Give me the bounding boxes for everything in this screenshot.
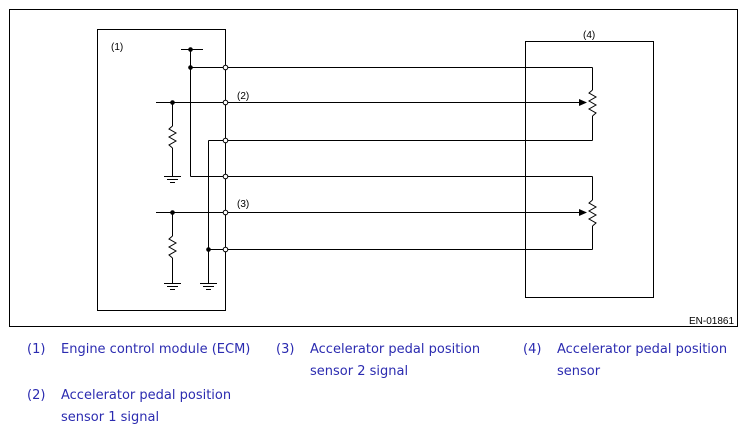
connector-pin bbox=[222, 137, 229, 144]
resistor-2 bbox=[167, 235, 178, 259]
junction-dot bbox=[206, 247, 211, 252]
legend-text: Accelerator pedal position bbox=[557, 342, 728, 357]
junction-dot bbox=[188, 65, 193, 70]
connector-pin bbox=[222, 64, 229, 71]
legend-item-3: (3) Accelerator pedal position sensor 2 … bbox=[276, 339, 516, 383]
legend-text-line2: sensor 2 signal bbox=[310, 364, 409, 379]
signal-1-label: (2) bbox=[237, 91, 249, 102]
legend-number: (2) bbox=[27, 388, 46, 403]
ecm-label: (1) bbox=[111, 42, 123, 53]
connector-pin bbox=[222, 209, 229, 216]
junction-dot bbox=[188, 47, 193, 52]
wiring-diagram-frame: (1) (2) (3) (4) EN-01861 bbox=[9, 9, 738, 327]
legend-item-2: (2) Accelerator pedal position sensor 1 … bbox=[27, 385, 267, 429]
legend-number: (3) bbox=[276, 342, 295, 357]
resistor-1 bbox=[167, 125, 178, 149]
signal-2-label: (3) bbox=[237, 199, 249, 210]
connector-pin bbox=[222, 173, 229, 180]
legend-item-1: (1) Engine control module (ECM) bbox=[27, 339, 267, 361]
legend-text: Accelerator pedal position bbox=[310, 342, 481, 357]
legend-number: (4) bbox=[523, 342, 542, 357]
sensor-label: (4) bbox=[583, 30, 595, 41]
wiring-diagram: (1) (2) (3) (4) EN-01861 bbox=[97, 29, 734, 327]
pot-1 bbox=[587, 89, 598, 117]
legend-text: Engine control module (ECM) bbox=[61, 342, 251, 357]
diagram-code: EN-01861 bbox=[689, 316, 734, 327]
legend-text: Accelerator pedal position bbox=[61, 388, 232, 403]
pot-2 bbox=[587, 199, 598, 227]
junction-dot bbox=[170, 100, 175, 105]
arrow-signal-2 bbox=[579, 209, 587, 216]
sensor-box bbox=[525, 41, 654, 298]
connector-pin bbox=[222, 246, 229, 253]
ecm-box bbox=[97, 29, 226, 311]
legend-item-4: (4) Accelerator pedal position sensor bbox=[523, 339, 738, 383]
legend-text-line2: sensor bbox=[557, 364, 601, 379]
legend-text-line2: sensor 1 signal bbox=[61, 410, 160, 425]
connector-pin bbox=[222, 99, 229, 106]
junction-dot bbox=[170, 210, 175, 215]
arrow-signal-1 bbox=[579, 99, 587, 106]
legend-number: (1) bbox=[27, 342, 46, 357]
